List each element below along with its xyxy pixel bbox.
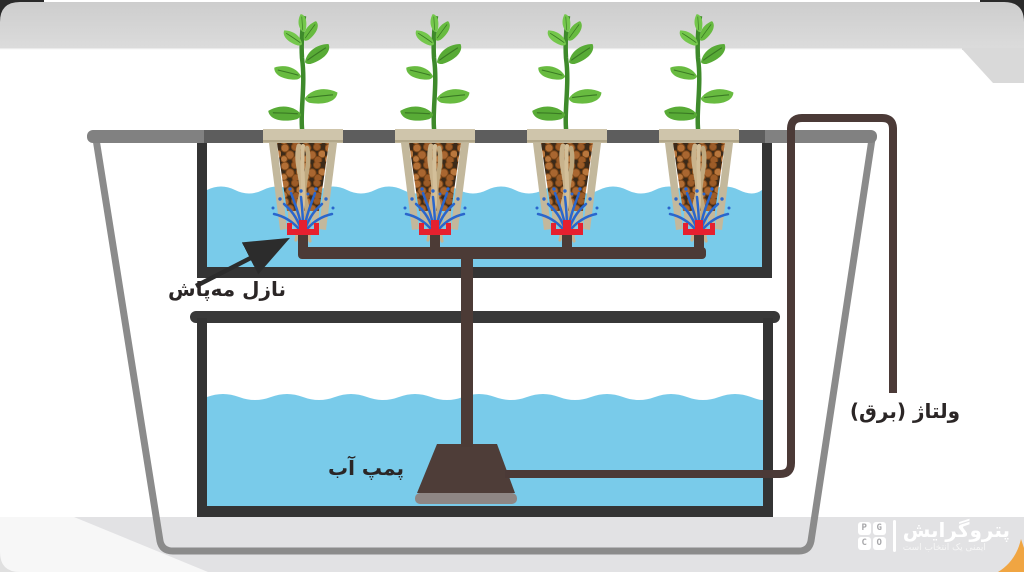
- upper-water: [207, 186, 762, 267]
- upper-reservoir: [197, 137, 772, 278]
- pgco-logo-icon: P G C O: [857, 522, 886, 550]
- logo-letter-g: G: [872, 522, 886, 535]
- top-banner: [0, 0, 1024, 83]
- mist-nozzle-label: نازل مه‌پاش: [168, 277, 286, 301]
- voltage-label: ولتاژ (برق): [849, 399, 961, 423]
- upper-reservoir-floor: [197, 267, 772, 278]
- logo-letter-o: O: [872, 537, 886, 550]
- logo-letter-p: P: [857, 522, 871, 535]
- logo-letter-c: C: [857, 537, 871, 550]
- brand-logo: P G C O پتروگرایش ایمنی یک انتخاب است: [857, 518, 1010, 553]
- bottom-banner: [0, 517, 1024, 572]
- arrow-to-nozzle: [194, 237, 291, 289]
- manifold-pipe: [298, 247, 706, 259]
- lower-reservoir-lid: [190, 311, 780, 323]
- water-pump: [415, 444, 517, 504]
- water-pump-label: پمپ آب: [327, 456, 404, 480]
- banner-white-streak: [0, 517, 208, 572]
- brand-name: پتروگرایش: [902, 518, 1010, 542]
- logo-divider: [892, 520, 896, 552]
- power-cable: [505, 114, 897, 478]
- support-rail: [87, 130, 877, 143]
- outer-container: [92, 138, 876, 555]
- banner-right-wedge: [961, 48, 1024, 83]
- supply-pipe: [461, 250, 473, 447]
- lower-reservoir-floor: [197, 506, 773, 517]
- bottom-right-corner-accent: [998, 539, 1024, 572]
- brand-tagline: ایمنی یک انتخاب است: [902, 543, 986, 553]
